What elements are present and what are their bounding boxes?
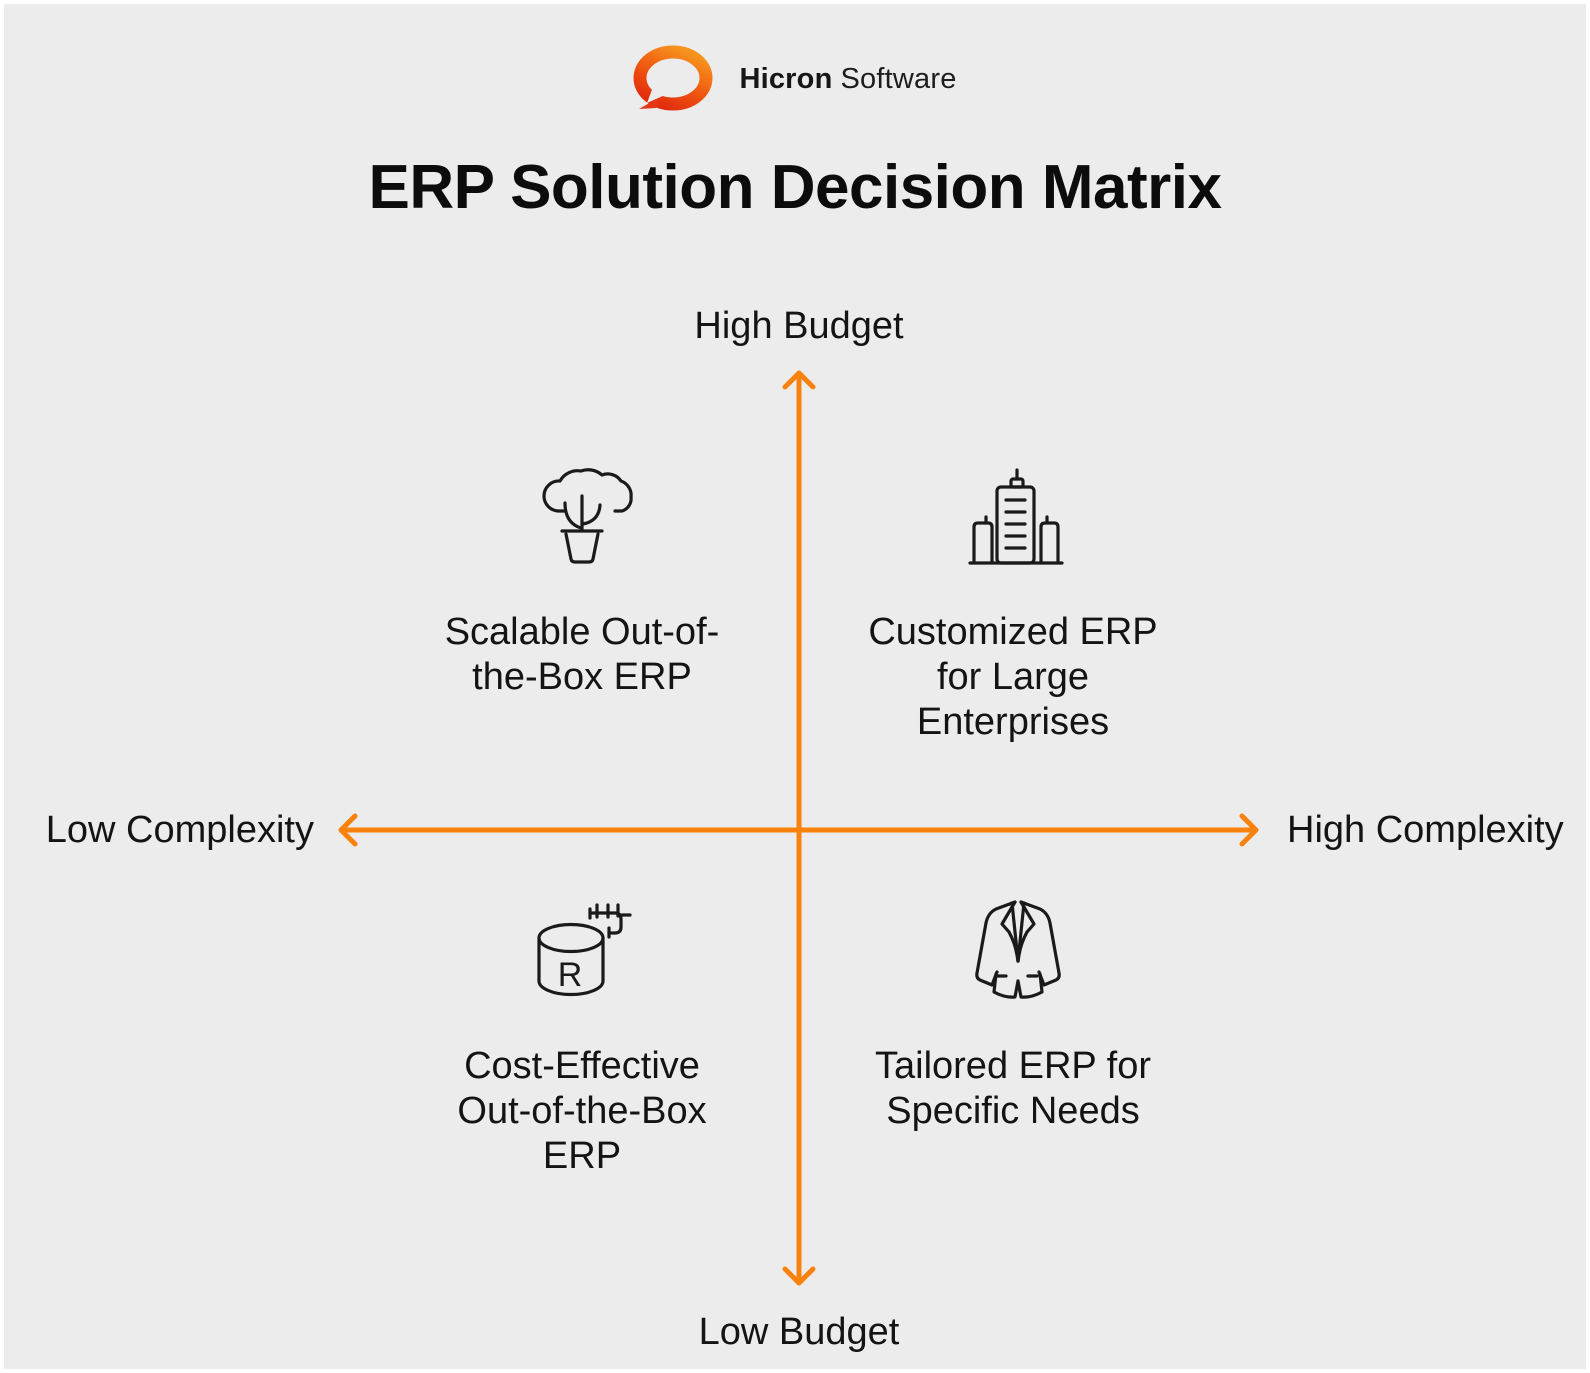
brand-wordmark: Hicron Software — [739, 63, 956, 96]
office-buildings-icon — [968, 468, 1064, 565]
arrowhead-down-icon — [782, 1266, 816, 1286]
quadrant-label-tailored-erp: Tailored ERP for Specific Needs — [875, 1045, 1151, 1132]
quadrant-top-left: Scalable Out-of- the-Box ERP — [382, 459, 782, 700]
brand-name-light: Software — [840, 62, 957, 95]
matrix-axes — [338, 370, 1259, 1286]
suit-jacket-icon — [975, 900, 1061, 999]
quadrant-label-customized-erp: Customized ERP for Large Enterprises — [868, 611, 1158, 743]
axis-label-high-complexity: High Complexity — [1287, 809, 1564, 851]
database-letter: R — [558, 956, 583, 994]
matrix-canvas: Hicron Software ERP Solution Decision Ma… — [4, 4, 1586, 1369]
quadrant-bottom-left: R Cost-Effective Out-of-the-Box ERP — [382, 893, 782, 1179]
brand-logo: Hicron Software — [4, 45, 1586, 113]
axis-label-high-budget: High Budget — [694, 305, 904, 347]
axis-label-low-complexity: Low Complexity — [45, 809, 314, 851]
axis-label-low-budget: Low Budget — [698, 1311, 900, 1353]
arrowhead-left-icon — [338, 813, 358, 847]
quadrant-bottom-right: Tailored ERP for Specific Needs — [813, 893, 1213, 1134]
quadrant-top-right: Customized ERP for Large Enterprises — [813, 459, 1213, 745]
potted-plant-icon — [542, 468, 633, 564]
speech-bubble-ring-icon — [633, 45, 713, 111]
brand-name-bold: Hicron — [739, 62, 833, 95]
page-title: ERP Solution Decision Matrix — [368, 153, 1222, 222]
quadrant-label-scalable-erp: Scalable Out-of- the-Box ERP — [444, 611, 720, 698]
arrowhead-up-icon — [782, 370, 816, 390]
quadrant-label-cost-effective-erp: Cost-Effective Out-of-the-Box ERP — [457, 1045, 707, 1177]
database-module-icon: R — [537, 903, 632, 997]
arrowhead-right-icon — [1239, 813, 1259, 847]
